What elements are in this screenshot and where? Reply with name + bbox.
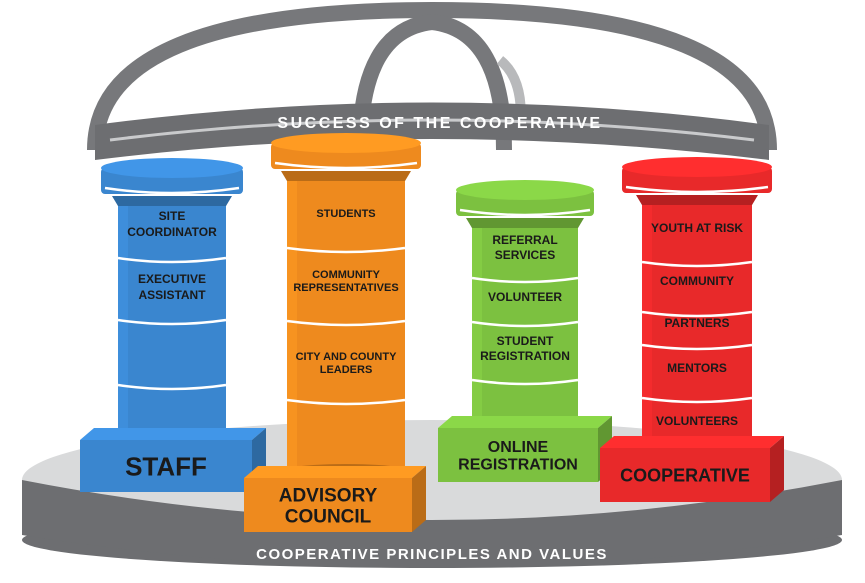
base-side-face [770,436,784,502]
pillar-base-label: COOPERATIVE [620,465,750,485]
roof-band-highlight [109,118,755,142]
pillar-capital-neck [466,218,584,228]
pillar-capital-ring [459,208,591,217]
pillar-item-label: STUDENT [497,334,554,348]
pillar-capital-top [101,158,243,178]
pillar-ring [641,343,753,351]
pillar-ring [117,383,227,391]
foundation-title: COOPERATIVE PRINCIPLES AND VALUES [256,546,608,563]
pillar-item-label: ASSISTANT [138,288,206,302]
pillar-item-label: CITY AND COUNTY [296,351,398,363]
pillar-item-label: COMMUNITY [660,274,734,288]
pillar-ring [471,276,579,284]
pillar-shaft [118,196,226,438]
pillar-ring [117,318,227,326]
pillar-item-label: VOLUNTEER [488,290,562,304]
pillar-online-registration: REFERRALSERVICESVOLUNTEERSTUDENTREGISTRA… [438,180,612,482]
pillar-item-label: REPRESENTATIVES [293,282,398,294]
pillar-capital-neck [112,196,232,206]
pillar-ring [286,398,406,406]
pillar-staff: SITE COORDINATOR EXECUTIVE ASSISTANT STAFF [80,158,266,492]
pillar-cooperative: YOUTH AT RISK COMMUNITY PARTNERS MENTORS VOL… [600,157,784,502]
pillar-item-label: SERVICES [495,248,555,262]
pillar-shaft [642,195,752,445]
pillar-item-label: STUDENTS [316,208,375,220]
pillar-ring [641,310,753,318]
pillar-ring [117,256,227,264]
pillar-item-label: YOUTH AT RISK [651,221,743,235]
pillar-shaft-highlight [642,195,652,445]
pillar-capital-ring [625,185,769,194]
pillar-shaft [287,171,405,470]
pillar-item-label: REGISTRATION [480,349,570,363]
base-front-face [244,478,412,532]
pillar-base-cooperative: COOPERATIVE [600,436,784,502]
pillar-capital-top [271,133,421,153]
base-top-face [438,416,612,428]
pillar-capital-ring [104,186,240,195]
pillar-base-label: COUNCIL [285,506,372,527]
pillar-ring [286,246,406,254]
roof-title: SUCCESS OF THE COOPERATIVE [277,115,602,132]
pillar-capital-neck [281,171,411,181]
base-front-face [600,448,770,502]
base-top-face [600,436,784,448]
roof-dome: SUCCESS OF THE COOPERATIVE [87,1,777,160]
pillar-item-label: MENTORS [667,361,727,375]
pillar-base-label: REGISTRATION [458,457,578,474]
pillar-ring [641,396,753,404]
pillar-item-label: SITE [159,209,186,223]
base-front-face [438,428,598,482]
pillar-base-label: ADVISORY [279,485,378,506]
dome-inner-arch [352,13,512,151]
base-top-face [80,428,266,440]
pillar-capital-top [622,157,772,177]
base-top-face [244,466,426,478]
pillar-ring [641,260,753,268]
pillar-item-label: LEADERS [320,364,373,376]
pillar-base-label: ONLINE [488,439,549,456]
pillar-capital-top [456,180,594,200]
pillar-capital-neck [636,195,758,205]
pillar-ring [471,378,579,386]
roof-band [95,102,769,160]
base-side-face [412,466,426,532]
pillar-ring [286,319,406,327]
pillar-item-label: REFERRAL [492,233,557,247]
pillars-layer: SITE COORDINATOR EXECUTIVE ASSISTANT STAFF ST… [80,133,784,532]
pillar-base-label: STAFF [125,451,207,481]
pillar-item-label: VOLUNTEERS [656,414,738,428]
pillar-item-label: COORDINATOR [127,225,217,239]
pillar-item-label: EXECUTIVE [138,272,206,286]
pillar-base-staff: STAFF [80,428,266,492]
pillar-shaft-highlight [118,196,128,438]
platform-band [22,480,842,568]
pillar-ring [471,320,579,328]
dome-outer-arc [87,1,777,151]
pillar-shaft [472,218,578,425]
pillar-capital-ring [274,161,418,170]
base-front-face [80,440,252,492]
pillar-item-label: COMMUNITY [312,269,380,281]
pillar-item-label: PARTNERS [664,316,729,330]
